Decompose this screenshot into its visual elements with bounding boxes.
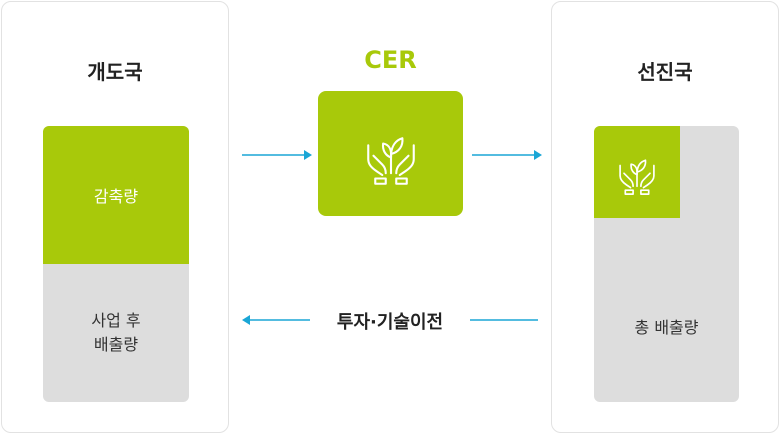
after-project-label-line1: 사업 후 bbox=[91, 311, 141, 330]
hands-plant-icon bbox=[619, 159, 655, 195]
cer-offset-segment bbox=[594, 126, 680, 218]
arrow-right-to-developed bbox=[472, 150, 542, 160]
total-emissions-label: 총 배출량 bbox=[634, 318, 699, 337]
arrow-right-to-cer bbox=[242, 150, 312, 160]
hands-plant-icon bbox=[366, 136, 415, 185]
developing-country-title: 개도국 bbox=[87, 60, 143, 84]
after-project-label-line2: 배출량 bbox=[93, 335, 139, 354]
reduction-label: 감축량 bbox=[93, 187, 139, 206]
reduction-segment: 감축량 bbox=[43, 126, 189, 264]
developed-country-emissions-bar: 총 배출량 bbox=[594, 126, 739, 402]
cer-title: CER bbox=[364, 46, 417, 74]
developing-country-panel: 개도국 감축량 사업 후 배출량 bbox=[1, 1, 229, 433]
developing-country-emissions-bar: 감축량 사업 후 배출량 bbox=[43, 126, 189, 402]
after-project-segment: 사업 후 배출량 bbox=[43, 264, 189, 402]
investment-technology-transfer-label: 투자·기술이전 bbox=[310, 308, 470, 334]
developed-country-title: 선진국 bbox=[637, 60, 693, 84]
developed-country-panel: 선진국 총 배출량 bbox=[551, 1, 779, 433]
cer-box bbox=[318, 91, 463, 216]
